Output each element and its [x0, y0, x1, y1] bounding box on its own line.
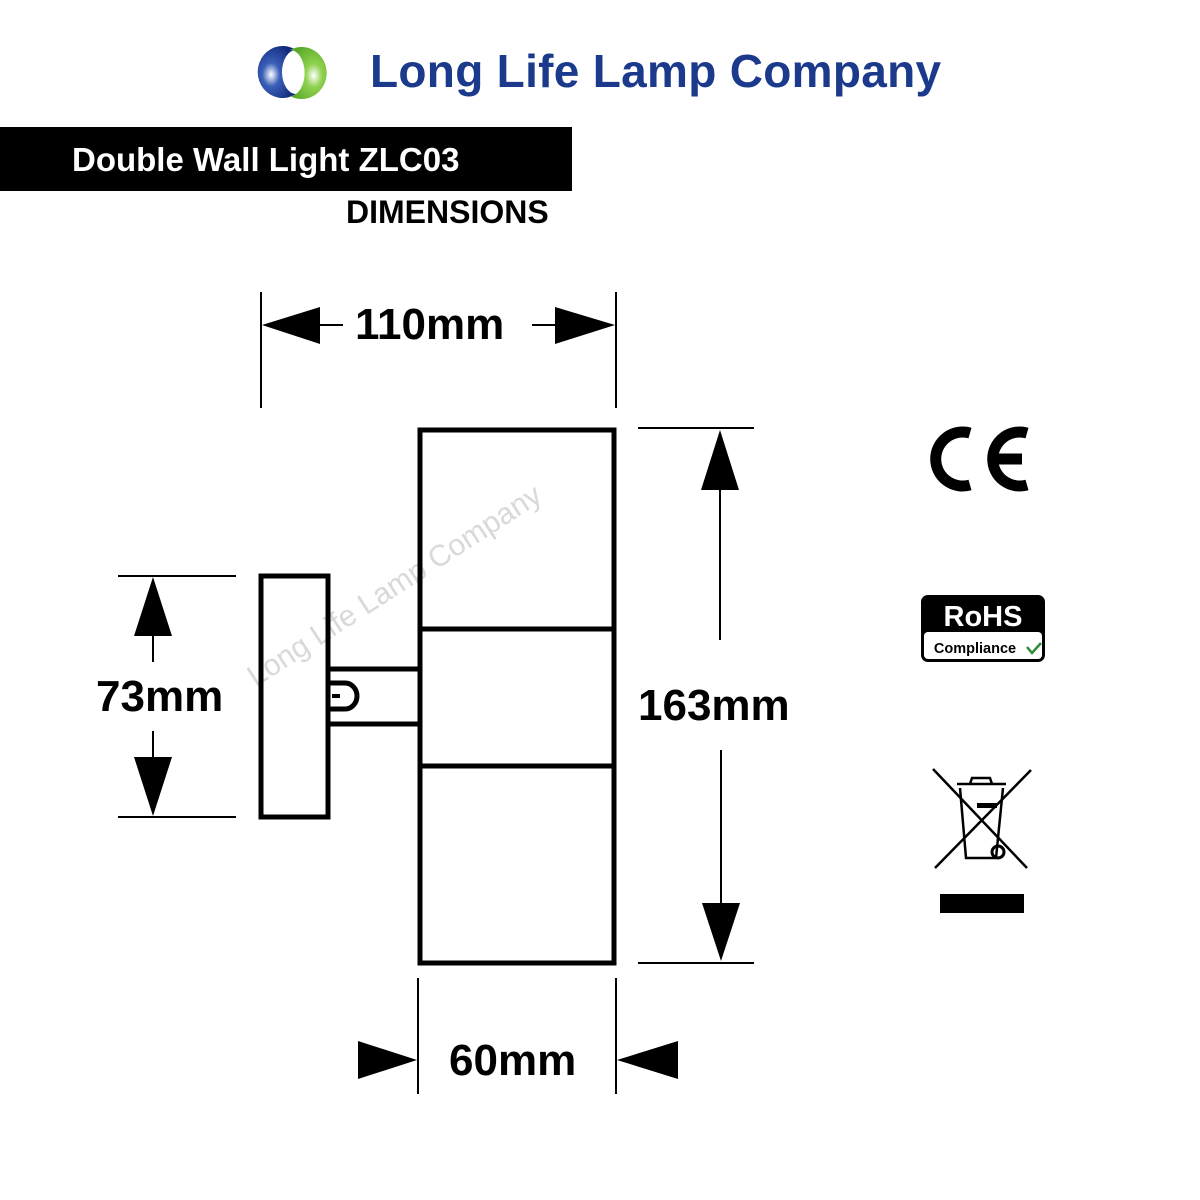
dimension-body-width-label: 60mm: [449, 1036, 577, 1085]
brand-name: Long Life Lamp Company: [370, 45, 942, 97]
weee-bar-icon: [940, 894, 1024, 913]
dimension-body-height-label: 163mm: [638, 681, 790, 730]
ce-mark-icon: [930, 426, 1029, 492]
svg-text:RoHS: RoHS: [944, 601, 1023, 633]
product-title: Double Wall Light ZLC03: [72, 141, 460, 178]
wall-plate-outline: [258, 573, 331, 820]
svg-text:Compliance: Compliance: [934, 641, 1016, 657]
dimension-plate-height-label: 73mm: [96, 672, 224, 721]
dimension-depth-label: 110mm: [355, 300, 505, 349]
weee-bin-icon: [932, 768, 1032, 869]
watermark-text: Long Life Lamp Company: [241, 478, 548, 694]
rohs-badge-icon: RoHS Compliance: [921, 595, 1045, 662]
section-heading: DIMENSIONS: [346, 194, 549, 230]
title-bar: [0, 127, 572, 191]
